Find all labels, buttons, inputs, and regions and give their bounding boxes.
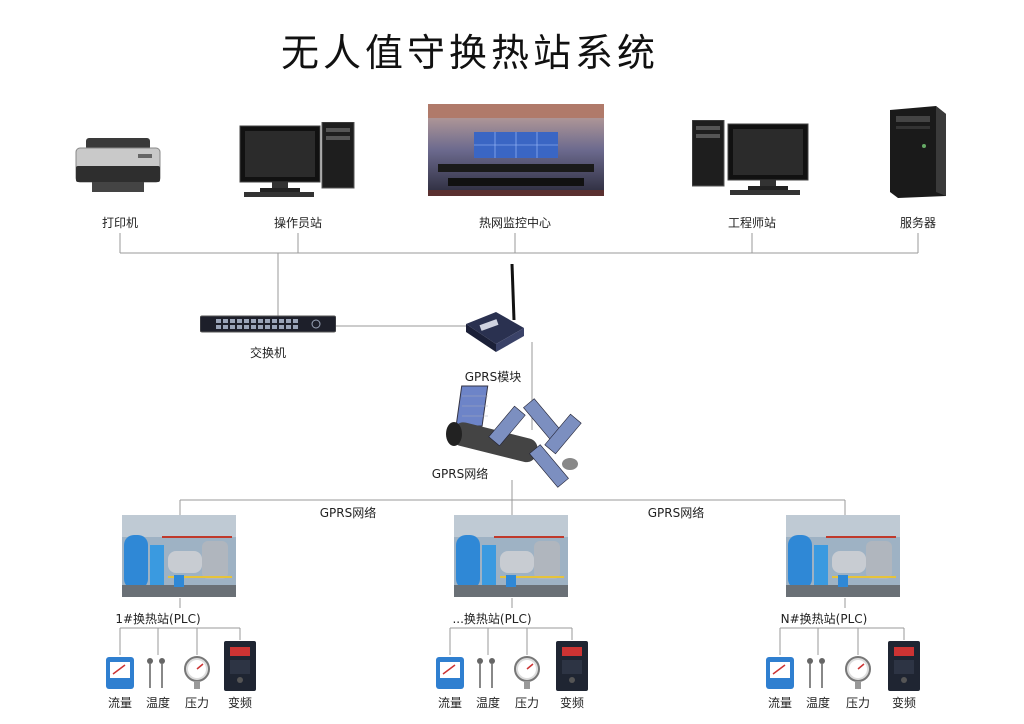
instrument-label: 流量 [107, 696, 133, 710]
instrument-label: 温度 [145, 696, 171, 710]
gprs-module-icon [466, 263, 524, 352]
instrument-label: 压力 [845, 696, 871, 710]
flow-meter-icon [435, 656, 465, 694]
switch-label: 交换机 [249, 346, 287, 360]
station-photo-2 [454, 515, 568, 597]
instrument-label: 压力 [514, 696, 540, 710]
monitoring-center-label: 热网监控中心 [478, 216, 552, 230]
pressure-gauge-icon [512, 656, 542, 694]
flow-meter-icon [765, 656, 795, 694]
operator-station-icon [239, 122, 355, 197]
branch-label-right: GPRS网络 [647, 506, 705, 520]
page-title: 无人值守换热站系统 [280, 31, 659, 75]
satellite-icon [446, 385, 582, 488]
instrument-label: 变频 [891, 696, 917, 710]
instrument-label: 流量 [767, 696, 793, 710]
pressure-gauge-icon [182, 656, 212, 694]
instrument-label: 流量 [437, 696, 463, 710]
printer-icon [75, 138, 161, 192]
flow-meter-icon [105, 656, 135, 694]
station-photo-3 [786, 515, 900, 597]
operator-station-label: 操作员站 [273, 216, 323, 230]
monitoring-center-image [428, 104, 604, 196]
instrument-label: 压力 [184, 696, 210, 710]
engineer-station-icon [692, 120, 809, 195]
station-label-1: 1#换热站(PLC) [115, 612, 201, 626]
gprs-network-label: GPRS网络 [431, 467, 489, 481]
station-label-3: N#换热站(PLC) [780, 612, 868, 626]
instrument-label: 变频 [559, 696, 585, 710]
instrument-label: 温度 [805, 696, 831, 710]
station-photo-1 [122, 515, 236, 597]
frequency-converter-icon [555, 640, 589, 696]
frequency-converter-icon [887, 640, 921, 696]
temperature-sensor-icon [143, 656, 169, 694]
station-label-2: ...换热站(PLC) [452, 612, 532, 626]
printer-label: 打印机 [101, 216, 139, 230]
network-switch-icon [200, 315, 336, 333]
branch-label-left: GPRS网络 [319, 506, 377, 520]
engineer-station-label: 工程师站 [727, 216, 777, 230]
frequency-converter-icon [223, 640, 257, 696]
pressure-gauge-icon [843, 656, 873, 694]
temperature-sensor-icon [803, 656, 829, 694]
instrument-label: 温度 [475, 696, 501, 710]
instrument-label: 变频 [227, 696, 253, 710]
server-icon [890, 106, 946, 198]
temperature-sensor-icon [473, 656, 499, 694]
server-label: 服务器 [899, 216, 937, 230]
gprs-module-label: GPRS模块 [464, 370, 522, 384]
